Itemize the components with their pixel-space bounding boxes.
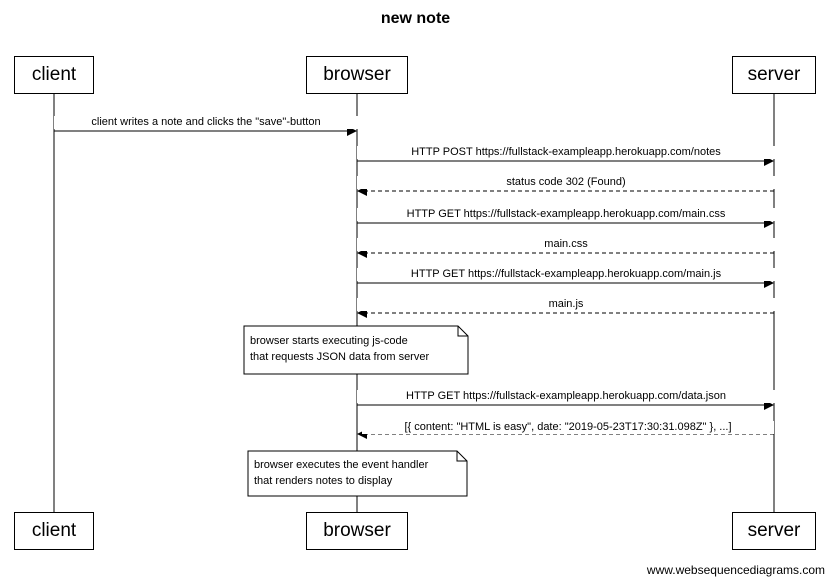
actor-browser-top: browser (306, 56, 408, 94)
actor-client-bottom: client (14, 512, 94, 550)
message-label-1: client writes a note and clicks the "sav… (54, 116, 358, 129)
watermark: www.websequencediagrams.com (646, 563, 825, 577)
message-label-6: HTTP GET https://fullstack-exampleapp.he… (357, 268, 775, 281)
message-label-2: HTTP POST https://fullstack-exampleapp.h… (357, 146, 775, 159)
note-2-line-1: browser executes the event handler (254, 459, 429, 471)
actor-browser-bottom: browser (306, 512, 408, 550)
note-box-1 (243, 325, 469, 375)
note-2: browser executes the event handler that … (254, 457, 428, 489)
actor-server-top: server (732, 56, 816, 94)
actor-client-top: client (14, 56, 94, 94)
message-label-7: main.js (357, 298, 775, 311)
note-1-line-1: browser starts executing js-code (250, 335, 408, 347)
message-label-8: HTTP GET https://fullstack-exampleapp.he… (357, 390, 775, 403)
message-label-3: status code 302 (Found) (357, 176, 775, 189)
note-fold-2 (456, 451, 467, 462)
message-label-5: main.css (357, 238, 775, 251)
note-fold-1 (457, 326, 468, 337)
note-1-line-2: that requests JSON data from server (250, 351, 430, 363)
note-2-line-2: that renders notes to display (254, 475, 393, 487)
note-1: browser starts executing js-code that re… (250, 333, 429, 365)
message-label-9: [{ content: "HTML is easy", date: "2019-… (362, 421, 774, 434)
diagram-title: new note (380, 10, 451, 27)
message-label-4: HTTP GET https://fullstack-exampleapp.he… (357, 208, 775, 221)
note-box-2 (247, 450, 468, 497)
actor-server-bottom: server (732, 512, 816, 550)
